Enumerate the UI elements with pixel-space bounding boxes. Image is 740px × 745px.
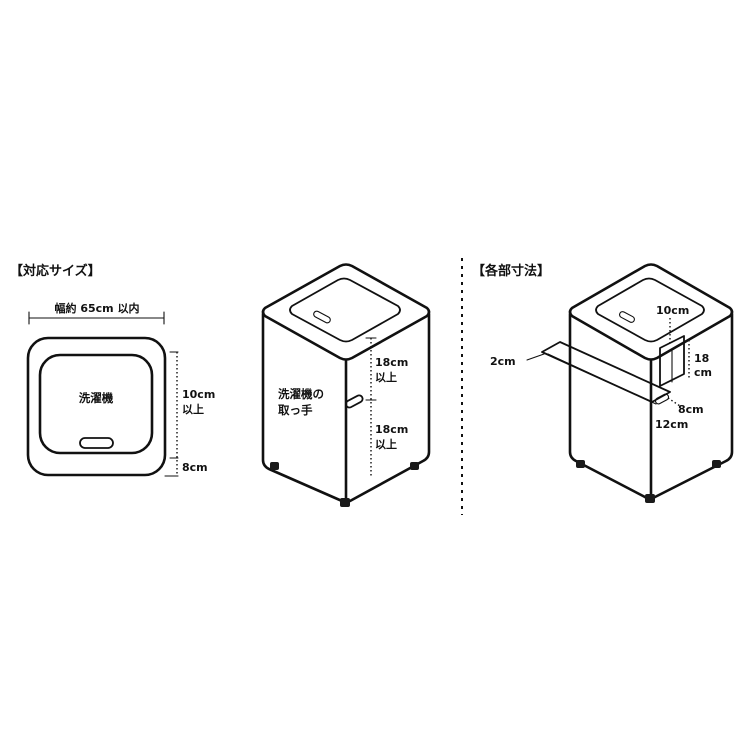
depth-leader — [667, 397, 681, 407]
clearance-line1: 10cm — [182, 388, 215, 401]
top-size-label: 10cm — [656, 304, 689, 317]
left-heading: 【対応サイズ】 — [10, 263, 101, 279]
rack-shelf-edge — [547, 353, 657, 405]
foot-right-right — [712, 460, 721, 468]
middle-panel-washer-3d: 18cm 以上 18cm 以上 洗濯機の 取っ手 — [261, 263, 431, 507]
washer-lid-right — [595, 277, 705, 343]
side-size-line1: 18 — [694, 352, 709, 365]
right-panel-part-dimensions: 【各部寸法】 2cm 10cm 18 cm 8cm 12cm — [472, 263, 734, 503]
width-dimension — [28, 311, 165, 325]
shelf-thickness-label: 2cm — [490, 355, 516, 368]
lid-handle-icon — [313, 310, 331, 324]
foot-left — [270, 462, 279, 470]
handle-label-backing — [276, 383, 342, 419]
handle-label-line2: 取っ手 — [278, 403, 313, 417]
foot-left-right — [576, 460, 585, 468]
washer-side-handle — [344, 394, 364, 409]
lower-height-line1: 18cm — [375, 423, 408, 436]
upper-height-line2: 以上 — [375, 370, 397, 384]
washer-body-left-right — [568, 312, 647, 499]
bottom-gap-label: 8cm — [182, 461, 208, 474]
lid-handle-icon-right — [619, 311, 635, 323]
lower-height-line2: 以上 — [375, 437, 397, 451]
handle-label-line1: 洗濯機の — [278, 387, 324, 401]
length-size-label: 12cm — [655, 418, 688, 431]
depth-size-label: 8cm — [678, 403, 704, 416]
washer-body-right — [340, 312, 431, 504]
foot-front — [340, 498, 350, 507]
shelf-thickness-leader — [526, 353, 545, 361]
left-clearance-dimension — [164, 351, 179, 477]
right-heading: 【各部寸法】 — [472, 263, 550, 279]
side-size-line2: cm — [694, 366, 712, 379]
rack-bracket — [659, 335, 685, 387]
washer-body-left — [261, 312, 344, 503]
foot-front-right — [645, 494, 655, 503]
washer-top-view-outer — [26, 336, 167, 477]
width-label: 幅約 65cm 以内 — [55, 301, 140, 315]
foot-right — [410, 462, 419, 470]
washer-handle-top — [79, 437, 114, 449]
left-panel-compatible-size: 【対応サイズ】 幅約 65cm 以内 洗濯機 10cm 以上 8cm — [10, 263, 215, 477]
upper-height-line1: 18cm — [375, 356, 408, 369]
clearance-line2: 以上 — [182, 402, 204, 416]
washer-lid — [38, 353, 154, 455]
washer-lid-3d — [289, 277, 401, 343]
rack-hook-icon — [654, 393, 670, 405]
washer-label: 洗濯機 — [79, 391, 114, 405]
